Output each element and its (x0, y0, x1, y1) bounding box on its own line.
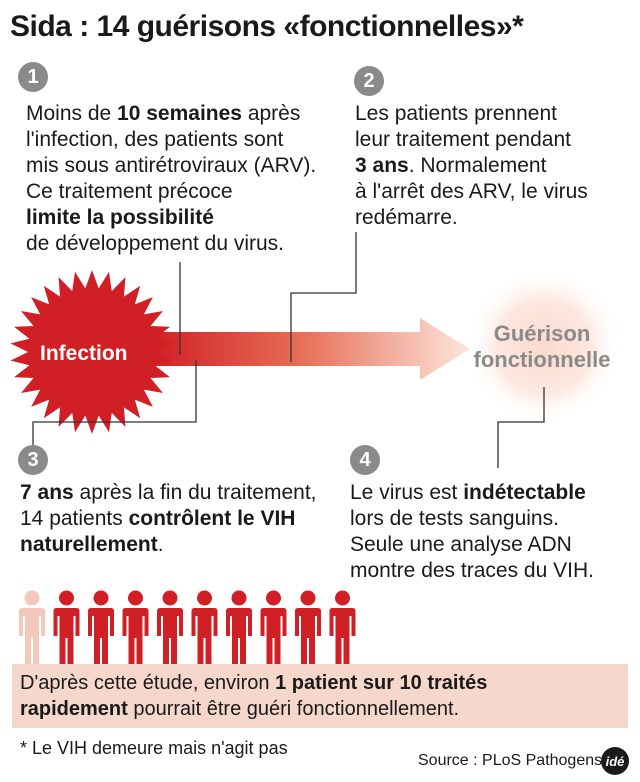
step-2-run: à l'arrêt des ARV, le virus (355, 180, 588, 203)
step-3-badge: 3 (18, 445, 48, 475)
conclusion-line: D'après cette étude, environ 1 patient s… (20, 670, 487, 696)
step-1-run: 10 semaines (117, 102, 242, 125)
cure-label: Guérison fonctionnelle (462, 321, 622, 373)
step-4-run: Seule une analyse ADN (350, 533, 572, 556)
step-2-line: Les patients prennent (355, 101, 588, 127)
step-2-run: Les patients prennent (355, 102, 557, 125)
step-4-run: Le virus est (350, 481, 464, 504)
step-1-badge: 1 (18, 62, 48, 92)
step-4-run: montre des traces du VIH. (350, 559, 594, 582)
person-icon (295, 590, 321, 666)
person-icon (157, 590, 183, 666)
step-4-line: Le virus est indétectable (350, 480, 594, 506)
conclusion-run: 1 patient sur 10 traités (275, 672, 488, 694)
person-icon (53, 590, 80, 666)
cure-label-line2: fonctionnelle (473, 347, 611, 372)
connector-2 (290, 232, 357, 362)
page-title: Sida : 14 guérisons «fonctionnelles»* (10, 10, 524, 43)
step-1-line: limite la possibilité (26, 205, 316, 231)
cure-label-line1: Guérison (493, 321, 591, 346)
step-3-line: 14 patients contrôlent le VIH (20, 506, 317, 532)
person-icon (88, 590, 114, 666)
infection-burst-icon (10, 270, 174, 434)
person-icon (191, 590, 218, 666)
infection-label: Infection (40, 342, 128, 365)
timeline-arrow (150, 318, 470, 380)
step-2-badge: 2 (354, 66, 384, 96)
step-2-run: . Normalement (408, 154, 547, 177)
step-3-line: naturellement. (20, 532, 317, 558)
conclusion-run: pourrait être guéri fonctionnellement. (127, 698, 460, 720)
step-4-run: indétectable (463, 481, 586, 504)
step-2-run: leur traitement pendant (355, 128, 571, 151)
step-2-text: Les patients prennent leur traitement pen… (355, 101, 588, 231)
step-2-run: 3 ans (355, 154, 409, 177)
step-4-run: lors de tests sanguins. (350, 507, 559, 530)
step-4-line: Seule une analyse ADN (350, 532, 594, 558)
step-1-run: de développement du virus. (26, 232, 284, 255)
step-4-line: lors de tests sanguins. (350, 506, 594, 532)
conclusion-band (12, 664, 628, 728)
step-3-run: 7 ans (20, 481, 74, 504)
connector-3 (32, 360, 197, 445)
step-3-text: 7 ans après la fin du traitement,14 pati… (20, 480, 317, 558)
step-3-line: 7 ans après la fin du traitement, (20, 480, 317, 506)
connector-4 (497, 387, 545, 468)
step-1-run: Moins de (26, 102, 118, 125)
step-1-line: mis sous antirétroviraux (ARV). (26, 153, 316, 179)
person-icon (260, 590, 287, 666)
step-3-run: naturellement (20, 533, 158, 556)
conclusion-run: D'après cette étude, environ (20, 672, 276, 694)
cure-glow (466, 268, 622, 424)
step-4-line: montre des traces du VIH. (350, 558, 594, 584)
step-1-run: l'infection, des patients sont (26, 128, 284, 151)
step-1-run: mis sous antirétroviraux (ARV). (26, 154, 317, 177)
step-1-line: de développement du virus. (26, 231, 316, 257)
step-1-line: Moins de 10 semaines après (26, 101, 316, 127)
people-row (19, 590, 356, 666)
step-3-run: contrôlent le VIH (128, 507, 296, 530)
idé-logo: idé (601, 747, 629, 775)
step-2-run: redémarre. (355, 206, 458, 229)
step-3-run: . (157, 533, 164, 556)
conclusion-run: rapidement (20, 698, 128, 720)
step-3-run: après la fin du traitement, (73, 481, 317, 504)
footnote: * Le VIH demeure mais n'agit pas (20, 738, 288, 758)
person-icon (122, 590, 149, 666)
person-icon-cured (19, 590, 45, 666)
source-credit: Source : PLoS Pathogens (418, 752, 603, 769)
person-icon (329, 590, 356, 666)
step-2-line: à l'arrêt des ARV, le virus (355, 179, 588, 205)
step-3-run: 14 patients (20, 507, 129, 530)
step-1-run: après (241, 102, 301, 125)
step-2-line: redémarre. (355, 205, 588, 231)
conclusion-line: rapidement pourrait être guéri fonctionn… (20, 696, 487, 722)
step-2-line: leur traitement pendant (355, 127, 588, 153)
step-1-line: Ce traitement précoce (26, 179, 316, 205)
step-4-badge: 4 (350, 445, 380, 475)
step-1-line: l'infection, des patients sont (26, 127, 316, 153)
conclusion-text: D'après cette étude, environ 1 patient s… (20, 670, 487, 722)
step-2-line: 3 ans. Normalement (355, 153, 588, 179)
step-1-run: limite la possibilité (26, 206, 214, 229)
person-icon (226, 590, 252, 666)
step-1-run: Ce traitement précoce (26, 180, 233, 203)
